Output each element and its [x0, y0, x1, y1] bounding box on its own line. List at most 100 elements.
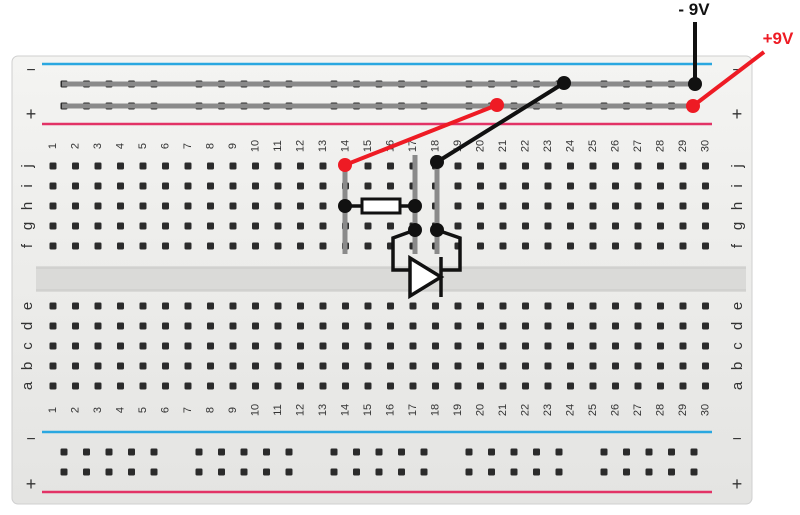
hole-bottom-d-2: [72, 322, 79, 330]
hole-top-i-23: [544, 182, 552, 190]
hole-bottom-b-10: [252, 362, 259, 370]
hole-top-f-2: [72, 242, 79, 250]
hole-top-i-12: [297, 182, 304, 190]
hole-bottom-d-10: [252, 322, 259, 330]
hole-top-g-25: [589, 222, 597, 230]
hole-top-f-7: [184, 242, 192, 250]
top-row-letter-f-right: f: [729, 243, 746, 248]
hole-bottom-a-23: [544, 382, 552, 390]
hole-top-j-15: [364, 162, 372, 170]
hole-top-f-6: [162, 242, 169, 250]
hole-top-g-7: [184, 222, 192, 230]
diode-triangle: [408, 254, 445, 300]
top-column-number-27: 27: [632, 140, 644, 152]
hole-top-j-13: [319, 162, 327, 170]
bottom-rail-hole-2-2: [83, 468, 90, 476]
hole-top-i-6: [162, 182, 169, 190]
bottom-row-letter-c-left: c: [19, 342, 36, 350]
hole-top-f-21: [499, 242, 507, 250]
bottom-rail-hole-2-18: [510, 468, 518, 476]
hole-top-j-16: [387, 162, 394, 170]
hole-bottom-c-30: [702, 342, 709, 350]
hole-bottom-b-3: [94, 362, 102, 370]
hole-top-g-24: [567, 222, 574, 230]
hole-top-j-8: [207, 162, 214, 170]
hole-bottom-c-7: [184, 342, 192, 350]
bottom-column-number-30: 30: [699, 404, 711, 416]
hole-top-h-26: [612, 202, 619, 210]
hole-bottom-b-22: [522, 362, 529, 370]
bottom-rail-hole-1-5: [150, 448, 158, 456]
hole-bottom-d-29: [679, 322, 687, 330]
hole-bottom-c-24: [567, 342, 574, 350]
bottom-rail-minus-right: −: [732, 431, 741, 448]
hole-bottom-a-9: [229, 382, 237, 390]
bottom-rail-hole-1-12: [353, 448, 360, 456]
hole-bottom-e-18: [432, 302, 439, 310]
hole-bottom-a-28: [657, 382, 664, 390]
hole-top-j-1: [49, 162, 57, 170]
hole-bottom-d-16: [387, 322, 394, 330]
top-column-number-28: 28: [654, 140, 666, 152]
hole-bottom-b-13: [319, 362, 327, 370]
top-column-number-29: 29: [677, 140, 689, 152]
black-wire-end-dot-col18: [430, 155, 444, 169]
hole-bottom-a-4: [117, 382, 124, 390]
top-column-number-18: 18: [429, 140, 441, 152]
hole-bottom-c-16: [387, 342, 394, 350]
bottom-column-number-25: 25: [587, 404, 599, 416]
bottom-rail-hole-2-10: [285, 468, 293, 476]
hole-top-h-28: [657, 202, 664, 210]
top-column-number-15: 15: [362, 140, 374, 152]
bottom-rail-hole-1-16: [465, 448, 473, 456]
hole-top-i-10: [252, 182, 259, 190]
hole-bottom-d-1: [49, 322, 57, 330]
top-rail-plus-right: +: [732, 104, 743, 124]
hole-bottom-a-15: [364, 382, 372, 390]
hole-bottom-a-14: [342, 382, 349, 390]
hole-bottom-a-29: [679, 382, 687, 390]
hole-top-j-7: [184, 162, 192, 170]
bottom-rail-hole-2-12: [353, 468, 360, 476]
hole-top-g-12: [297, 222, 304, 230]
hole-bottom-b-5: [139, 362, 147, 370]
hole-bottom-a-24: [567, 382, 574, 390]
hole-bottom-c-13: [319, 342, 327, 350]
hole-bottom-a-25: [589, 382, 597, 390]
hole-top-h-13: [319, 202, 327, 210]
hole-top-f-1: [49, 242, 57, 250]
hole-bottom-d-30: [702, 322, 709, 330]
column-numbers: 1122334455667788991010111112121313141415…: [47, 140, 712, 416]
positive-supply-label: +9V: [763, 29, 794, 48]
top-row-letter-h-right: h: [729, 202, 746, 210]
top-column-number-25: 25: [587, 140, 599, 152]
bottom-column-number-10: 10: [249, 404, 261, 416]
hole-bottom-b-4: [117, 362, 124, 370]
bottom-rail-minus-left: −: [26, 431, 35, 448]
hole-bottom-c-26: [612, 342, 619, 350]
top-column-number-10: 10: [249, 140, 261, 152]
hole-bottom-e-26: [612, 302, 619, 310]
hole-bottom-c-20: [477, 342, 484, 350]
hole-bottom-c-9: [229, 342, 237, 350]
bottom-rail-hole-1-2: [83, 448, 90, 456]
hole-top-i-26: [612, 182, 619, 190]
top-column-number-20: 20: [474, 140, 486, 152]
diode-left-lead: [391, 228, 416, 272]
hole-bottom-b-29: [679, 362, 687, 370]
hole-top-i-19: [454, 182, 462, 190]
hole-top-j-28: [657, 162, 664, 170]
hole-bottom-d-20: [477, 322, 484, 330]
hole-bottom-d-22: [522, 322, 529, 330]
hole-top-f-23: [544, 242, 552, 250]
hole-top-h-11: [274, 202, 282, 210]
hole-bottom-c-27: [634, 342, 642, 350]
hole-bottom-a-19: [454, 382, 462, 390]
hole-top-h-2: [72, 202, 79, 210]
bottom-column-number-29: 29: [677, 404, 689, 416]
resistor-right-dot: [408, 199, 422, 213]
top-column-number-2: 2: [69, 143, 81, 149]
diode-right-dot: [430, 223, 444, 237]
